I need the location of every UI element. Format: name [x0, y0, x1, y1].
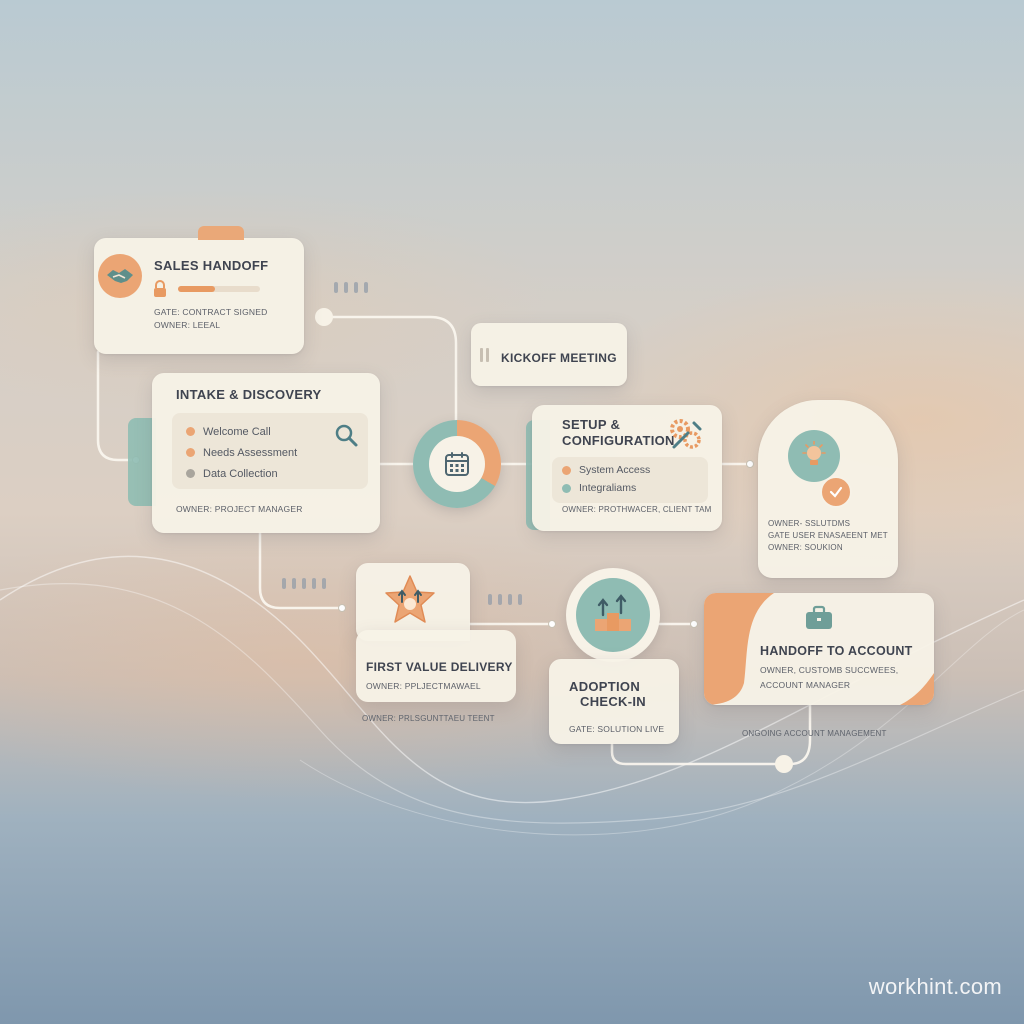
intake-discovery-card[interactable]: INTAKE & DISCOVERY Welcome Call Needs As… — [152, 373, 380, 533]
check-icon — [820, 476, 852, 508]
card-tab — [198, 226, 244, 240]
sales-handoff-meta: GATE: CONTRACT SIGNED OWNER: LEEAL — [154, 306, 267, 332]
wave-line — [0, 555, 1024, 804]
bullet-dot — [562, 465, 571, 475]
adoption-title-line1: ADOPTION — [569, 679, 641, 694]
mini-bars-icon — [480, 348, 489, 362]
calendar-icon[interactable] — [429, 436, 485, 492]
connector-node — [775, 755, 793, 773]
kickoff-meeting-card[interactable]: KICKOFF MEETING — [471, 323, 627, 386]
star-bulb-icon — [382, 572, 438, 628]
intake-owner: OWNER: PROJECT MANAGER — [176, 504, 303, 514]
list-item[interactable]: Needs Assessment — [186, 442, 368, 463]
connector-sales-to-intake — [96, 350, 138, 462]
lightbulb-icon — [788, 430, 840, 482]
list-item[interactable]: Welcome Call — [186, 421, 368, 442]
connector-node — [315, 308, 333, 326]
intake-items-panel: Welcome Call Needs Assessment Data Colle… — [172, 413, 368, 489]
list-item[interactable]: Data Collection — [186, 463, 368, 484]
bullet-dot — [186, 469, 195, 478]
adoption-gate: GATE: SOLUTION LIVE — [569, 724, 665, 734]
connector-node — [746, 460, 754, 468]
tick-marks — [334, 282, 368, 293]
tick-marks — [282, 578, 326, 589]
adoption-checkin-card[interactable]: ADOPTION CHECK-IN GATE: SOLUTION LIVE — [549, 659, 679, 744]
connector-intake-to-value — [258, 531, 344, 610]
setup-items-panel: System Access Integraliams — [552, 457, 708, 503]
search-icon[interactable] — [334, 423, 360, 449]
list-item[interactable]: System Access — [562, 461, 708, 479]
tick-marks — [488, 594, 522, 605]
sales-handoff-card[interactable]: SALES HANDOFF GATE: CONTRACT SIGNED OWNE… — [94, 226, 304, 354]
handshake-icon — [98, 254, 142, 298]
sales-handoff-title: SALES HANDOFF — [154, 258, 269, 273]
bullet-dot — [186, 427, 195, 436]
card-accent-shape — [704, 593, 934, 705]
briefcase-icon — [804, 605, 834, 631]
first-value-title: FIRST VALUE DELIVERY — [366, 660, 513, 674]
handoff-account-card[interactable]: HANDOFF TO ACCOUNT OWNER, CUSTOMB SUCCWE… — [704, 593, 934, 705]
first-value-owner: OWNER: PPLJECTMAWAEL — [366, 681, 481, 691]
gate-label: GATE: CONTRACT SIGNED — [154, 307, 268, 317]
intake-title: INTAKE & DISCOVERY — [176, 387, 322, 402]
connector-node — [690, 620, 698, 628]
growth-blocks-icon[interactable] — [566, 568, 660, 662]
bullet-dot — [562, 483, 571, 493]
wave-line — [299, 609, 1024, 836]
connector-sales-to-hub — [322, 315, 458, 426]
wave-line — [0, 582, 1024, 824]
solution-card[interactable]: OWNER- SSLUTDMS GATE USER ENASAEENT MET … — [758, 400, 898, 578]
handoff-account-owner: OWNER, CUSTOMB SUCCWEES, ACCOUNT MANAGER — [760, 665, 899, 690]
watermark-text: workhint.com — [868, 974, 1002, 999]
gears-icon — [668, 417, 704, 451]
first-value-sub: OWNER: PRLSGUNTTAEU TEENT — [362, 714, 495, 723]
setup-title-line2: CONFIGURATION — [562, 433, 675, 448]
first-value-card-base[interactable]: FIRST VALUE DELIVERY OWNER: PPLJECTMAWAE… — [356, 630, 516, 702]
connector-adoption-bottom — [610, 742, 786, 766]
list-item[interactable]: Integraliams — [562, 479, 708, 497]
lock-icon — [152, 280, 168, 298]
owner-label: OWNER: LEEAL — [154, 320, 221, 330]
adoption-title-line2: CHECK-IN — [580, 694, 646, 709]
solution-meta: OWNER- SSLUTDMS GATE USER ENASAEENT MET … — [768, 519, 888, 552]
setup-owner: OWNER: PROTHWACER, CLIENT TAM — [562, 505, 712, 514]
connector-node — [548, 620, 556, 628]
handoff-account-title: HANDOFF TO ACCOUNT — [760, 644, 913, 658]
setup-configuration-card[interactable]: SETUP & CONFIGURATION System Access Inte… — [532, 405, 722, 531]
intake-side-tab — [128, 418, 156, 506]
connector-node — [338, 604, 346, 612]
setup-title-line1: SETUP & — [562, 417, 621, 432]
handoff-account-sub: ONGOING ACCOUNT MANAGEMENT — [742, 729, 887, 738]
progress-bar — [178, 286, 260, 292]
connector-handoff-down — [788, 703, 812, 766]
kickoff-title: KICKOFF MEETING — [501, 351, 617, 365]
bullet-dot — [186, 448, 195, 457]
